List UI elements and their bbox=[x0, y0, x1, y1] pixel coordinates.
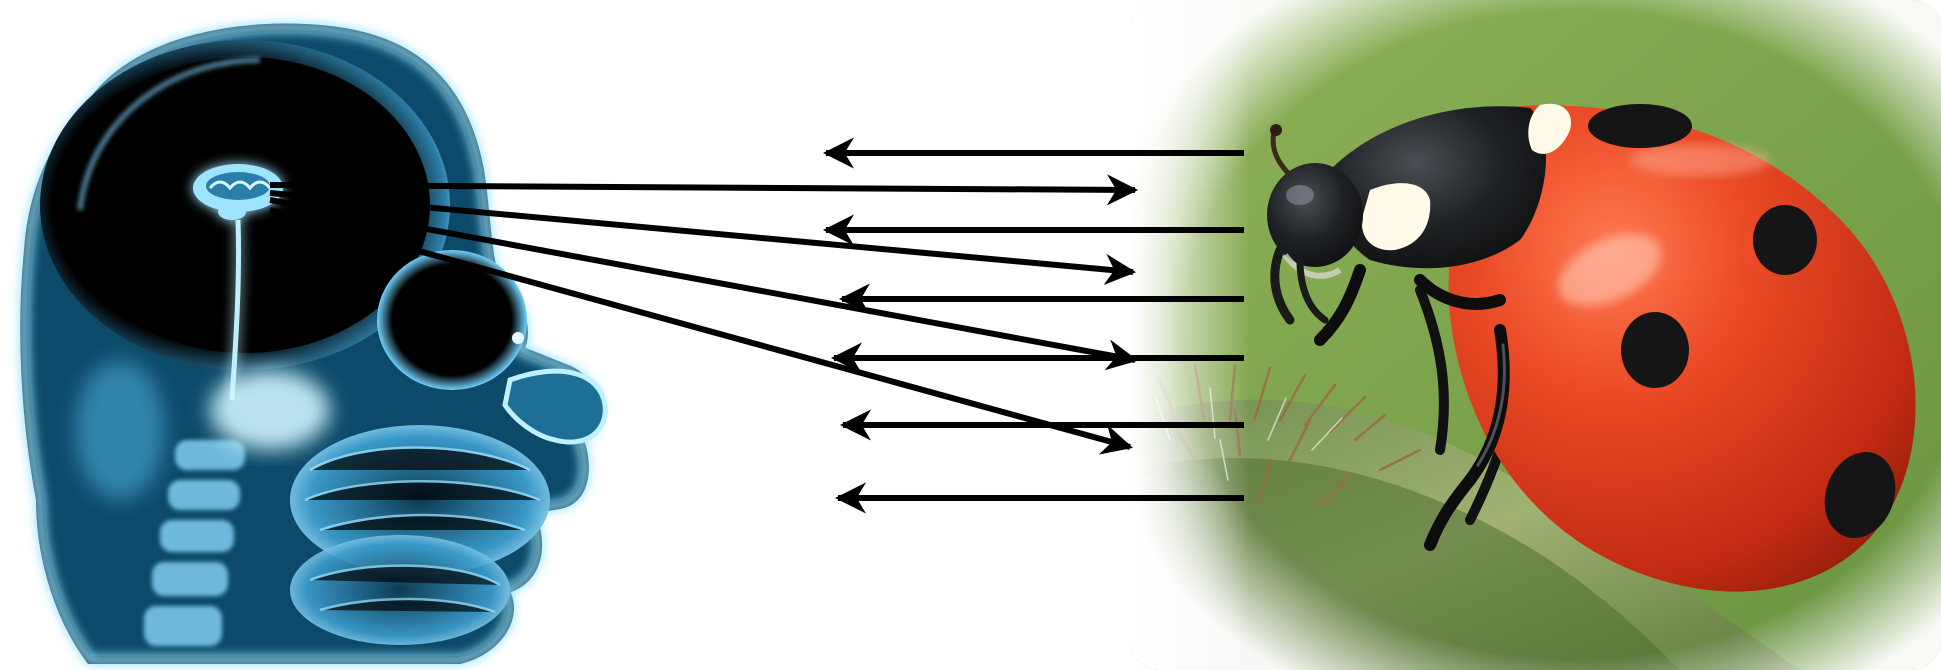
arrow-to-object-1 bbox=[269, 174, 1139, 206]
arrow-to-object-2 bbox=[269, 190, 1137, 285]
eye bbox=[377, 250, 527, 390]
tiny-brain bbox=[193, 164, 283, 401]
arrow-to-object-4 bbox=[269, 207, 1134, 455]
arrow-to-object-3 bbox=[269, 197, 1139, 371]
ladybug-photo bbox=[1130, 0, 1941, 670]
arrows bbox=[269, 137, 1244, 514]
xray-head bbox=[19, 22, 608, 665]
mouth bbox=[290, 425, 550, 645]
